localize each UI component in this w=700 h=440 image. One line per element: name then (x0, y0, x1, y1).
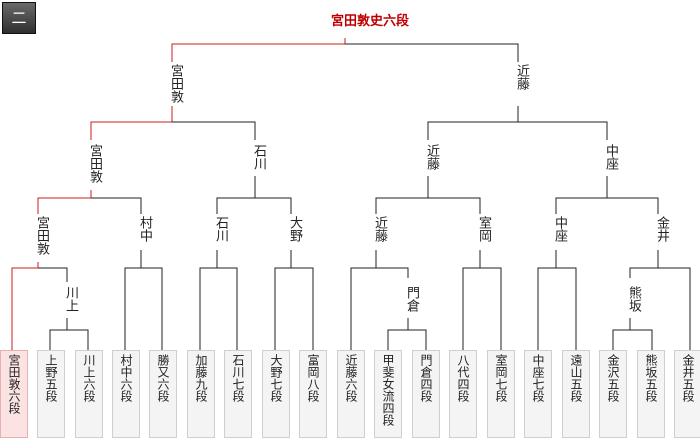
player-cell[interactable]: 宮田敦六段 (0, 350, 28, 438)
bracket-name: 中座 (545, 216, 567, 242)
semi-line-right (427, 106, 608, 140)
round-tab[interactable]: 二 (2, 2, 36, 34)
player-cell[interactable]: 金井五段 (674, 350, 700, 438)
player-cell[interactable]: 加藤九段 (187, 350, 215, 438)
r2-line-6 (462, 250, 502, 350)
r2-line-4 (274, 250, 314, 350)
player-cell[interactable]: 石川七段 (224, 350, 252, 438)
player-cell[interactable]: 甲斐女流四段 (374, 350, 402, 438)
player-cell[interactable]: 中座七段 (524, 350, 552, 438)
player-cell[interactable]: 八代四段 (449, 350, 477, 438)
player-cell[interactable]: 上野五段 (37, 350, 65, 438)
qf-line-2 (216, 176, 292, 214)
r2-line-3 (199, 250, 238, 350)
player-cell[interactable]: 富岡八段 (299, 350, 327, 438)
player-cell[interactable]: 遠山五段 (562, 350, 590, 438)
r2-line-8 (629, 250, 691, 350)
bracket-name: 近藤 (365, 216, 387, 242)
qf-line-1 (91, 197, 142, 214)
bracket-name: 近藤 (507, 64, 529, 90)
semi-line-left-winner (90, 106, 173, 140)
player-cell[interactable]: 大野七段 (262, 350, 290, 438)
qf-line-3 (375, 176, 481, 214)
r1-line-3 (612, 318, 653, 350)
r2-line-2 (124, 250, 163, 350)
bracket-name: 石川 (244, 144, 266, 170)
bracket-name: 室岡 (469, 216, 491, 242)
qf-line-1-winner (37, 190, 92, 214)
qf-line-4 (555, 176, 659, 214)
r1-line-2 (387, 318, 427, 350)
semi-line-left (172, 121, 256, 140)
r2-line-1-winner (11, 262, 39, 350)
player-cell[interactable]: 金沢五段 (599, 350, 627, 438)
r2-line-7 (537, 250, 577, 350)
player-cell[interactable]: 村中六段 (112, 350, 140, 438)
player-cell[interactable]: 熊坂五段 (637, 350, 665, 438)
bracket-name: 宮田敦 (27, 216, 49, 255)
r2-line-5 (350, 250, 409, 350)
bracket-name: 宮田敦 (80, 144, 102, 183)
player-cell[interactable]: 室岡七段 (487, 350, 515, 438)
r1-line-1 (49, 318, 89, 350)
bracket-name: 近藤 (417, 144, 439, 170)
player-cell[interactable]: 勝又六段 (149, 350, 177, 438)
player-cell[interactable]: 川上六段 (75, 350, 103, 438)
final-line (345, 43, 519, 62)
bracket-name: 石川 (206, 216, 228, 242)
champion-name: 宮田敦史六段 (330, 14, 409, 29)
bracket-name: 金井 (647, 216, 669, 242)
player-cell[interactable]: 門倉四段 (412, 350, 440, 438)
bracket-name: 門倉 (397, 286, 419, 312)
bracket-name: 宮田敦 (161, 64, 183, 103)
bracket-name: 大野 (280, 216, 302, 242)
player-cell[interactable]: 近藤六段 (337, 350, 365, 438)
bracket-name: 中座 (596, 144, 618, 170)
bracket-name: 熊坂 (619, 286, 641, 312)
bracket-name: 村中 (130, 216, 152, 242)
r2-line-1 (38, 267, 68, 282)
bracket-name: 川上 (56, 286, 78, 312)
final-line-winner (171, 38, 346, 62)
